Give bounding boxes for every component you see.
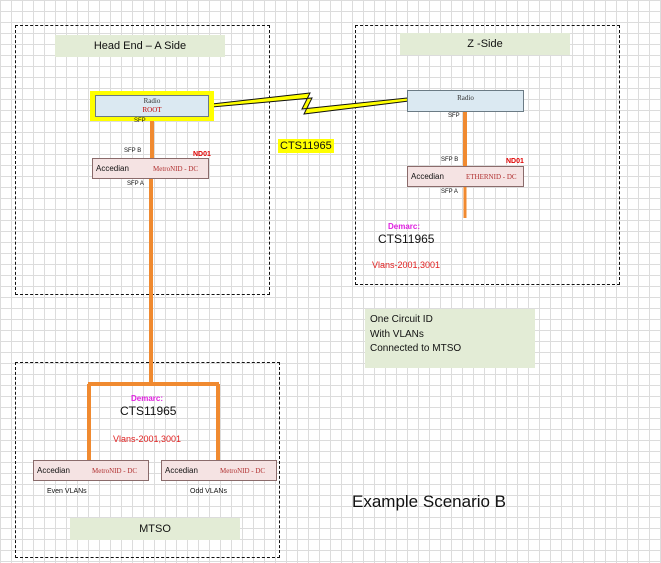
z-side-title: Z -Side xyxy=(400,33,570,55)
mtso-demarc-circuit: CTS11965 xyxy=(120,404,177,418)
link-circuit-id: CTS11965 xyxy=(278,139,334,153)
mtso-title: MTSO xyxy=(70,518,240,540)
mtso-demarc-label: Demarc: xyxy=(131,394,164,403)
radio-z-label: Radio xyxy=(457,94,474,102)
head-nid-sfp-a-label: SFP A xyxy=(127,181,144,187)
radio-root-label: Radio xyxy=(143,97,161,105)
z-demarc-label: Demarc: xyxy=(388,222,421,231)
z-demarc-vlans: Vlans-2001,3001 xyxy=(372,260,441,270)
z-nid-vendor: Accedian xyxy=(411,172,444,181)
odd-nid-vendor: Accedian xyxy=(165,466,198,475)
even-vlans-label: Even VLANs xyxy=(47,488,87,495)
radio-root-role: ROOT xyxy=(142,106,162,114)
head-nid-nd01: ND01 xyxy=(193,151,211,158)
odd-vlans-label: Odd VLANs xyxy=(190,488,227,495)
radio-z-side[interactable]: Radio xyxy=(407,90,524,112)
mtso-demarc-vlans: Vlans-2001,3001 xyxy=(113,434,182,444)
z-nid-model: ETHERNID - DC xyxy=(466,172,517,181)
z-side-nid[interactable]: Accedian ETHERNID - DC xyxy=(407,166,524,187)
odd-nid-model: MetroNID - DC xyxy=(220,466,266,475)
mtso-even-nid[interactable]: Accedian MetroNID - DC xyxy=(33,460,149,481)
mtso-odd-nid[interactable]: Accedian MetroNID - DC xyxy=(161,460,277,481)
even-nid-model: MetroNID - DC xyxy=(92,466,138,475)
z-radio-sfp-label: SFP xyxy=(448,113,460,119)
z-nid-nd01: ND01 xyxy=(506,158,524,165)
head-nid-model: MetroNID - DC xyxy=(153,164,199,173)
wireless-link xyxy=(211,92,410,115)
note-line-2: With VLANs xyxy=(370,329,424,340)
head-end-nid[interactable]: Accedian MetroNID - DC xyxy=(92,158,209,179)
z-demarc-circuit: CTS11965 xyxy=(378,232,435,246)
circuit-note: One Circuit ID With VLANs Connected to M… xyxy=(365,309,535,368)
head-radio-sfp-label: SFP xyxy=(134,118,146,124)
note-line-1: One Circuit ID xyxy=(370,314,433,325)
mtso-section xyxy=(15,362,280,558)
head-nid-sfp-b-label: SFP B xyxy=(124,148,142,154)
head-end-section xyxy=(15,25,270,295)
radio-root[interactable]: Radio ROOT xyxy=(95,95,209,117)
z-nid-sfp-b-label: SFP B xyxy=(441,157,459,163)
z-nid-sfp-a-label: SFP A xyxy=(441,189,458,195)
head-nid-vendor: Accedian xyxy=(96,164,129,173)
z-side-section xyxy=(355,25,620,285)
diagram-caption: Example Scenario B xyxy=(352,492,507,511)
even-nid-vendor: Accedian xyxy=(37,466,70,475)
note-line-3: Connected to MTSO xyxy=(370,343,462,354)
head-end-title: Head End – A Side xyxy=(55,35,225,57)
